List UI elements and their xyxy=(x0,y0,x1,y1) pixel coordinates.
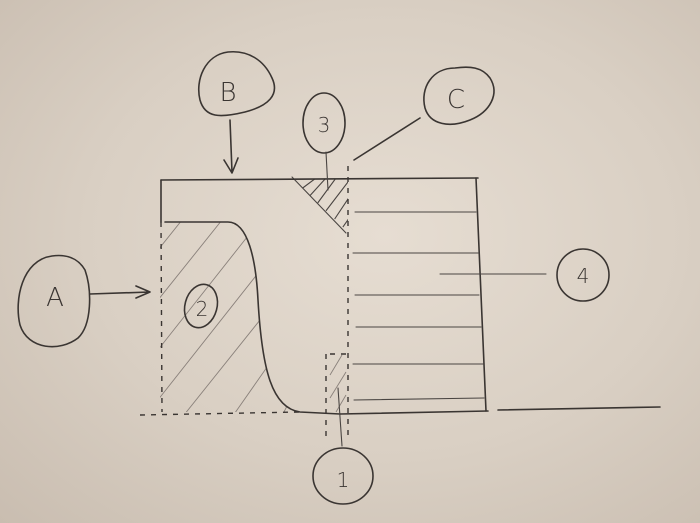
region-4-stripes xyxy=(352,211,485,401)
boundary-a xyxy=(160,221,163,413)
label-1: 1 xyxy=(312,387,374,505)
svg-text:1: 1 xyxy=(337,468,350,492)
label-3: 3 xyxy=(302,92,346,191)
label-b: B xyxy=(198,51,276,174)
curve-2 xyxy=(164,221,341,415)
region-3-hatch xyxy=(299,178,348,232)
svg-text:A: A xyxy=(46,283,64,313)
svg-text:B: B xyxy=(219,78,236,108)
label-c: C xyxy=(353,66,495,161)
region-2-hatch xyxy=(160,222,300,412)
svg-text:2: 2 xyxy=(196,297,209,321)
label-2: 2 xyxy=(183,283,219,329)
region-3-edge xyxy=(291,176,347,234)
main-shape xyxy=(139,166,661,440)
label-a: A xyxy=(17,254,151,348)
region-1-box xyxy=(325,353,348,440)
svg-text:C: C xyxy=(447,85,465,115)
svg-text:3: 3 xyxy=(318,113,331,137)
svg-text:4: 4 xyxy=(577,264,590,288)
label-4: 4 xyxy=(439,248,610,302)
